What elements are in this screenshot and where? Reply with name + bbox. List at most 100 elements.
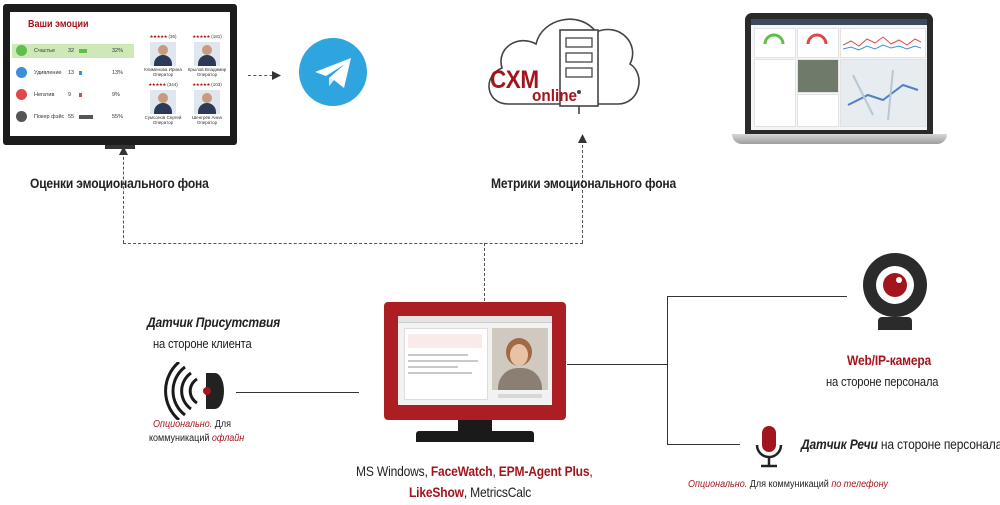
rating-stars: ★★★★★	[192, 82, 210, 87]
epm-agent-label: EPM-Agent Plus	[498, 463, 590, 479]
likeshow-label: LikeShow	[409, 484, 464, 500]
webcam-subtitle: на стороне персонала	[826, 374, 939, 389]
presence-sensor-title: Датчик Присутствия	[147, 314, 281, 330]
camera-preview	[492, 328, 548, 390]
dashed-line-tablet	[123, 152, 124, 243]
presence-sensor-subtitle: на стороне клиента	[153, 336, 252, 351]
laptop-base	[732, 134, 947, 144]
emotion-label: Покер фэйс	[34, 114, 65, 120]
arrow-tablet-to-telegram	[248, 75, 278, 76]
laptop-icon	[745, 13, 933, 134]
metricscalc-label: , MetricsCalc	[463, 484, 532, 500]
emotion-label: Счастье	[34, 48, 56, 54]
caption-emotional-metrics: Метрики эмоционального фона	[491, 175, 677, 191]
microphone-icon	[755, 426, 783, 468]
presence-sensor-note: Опционально. Для	[153, 419, 231, 430]
by-phone-label: по телефону	[831, 479, 889, 490]
operator-photo	[194, 42, 220, 66]
operator-photo	[194, 90, 220, 114]
line-presence-sensor	[236, 392, 359, 393]
monitor-icon	[384, 302, 566, 420]
operator-name: Клименова Ирина	[144, 67, 182, 72]
webcam-stand	[878, 317, 912, 330]
webcam-title: Web/IP-камера	[847, 352, 932, 368]
happy-face-icon	[16, 45, 27, 56]
note-text: Для	[212, 419, 231, 430]
operator-role: Оператор	[152, 120, 174, 125]
line-monitor-to-bus	[567, 364, 668, 365]
presence-sensor-icon	[164, 362, 224, 420]
dashed-line-horizontal	[123, 243, 583, 244]
emotion-bar	[79, 71, 82, 75]
operator-card: ★★★★★ (181) Крылов Владимир Оператор	[186, 34, 228, 77]
emotion-percent: 13%	[112, 70, 124, 76]
rating-stars: ★★★★★	[149, 34, 168, 39]
operator-name: Крылов Владимир	[187, 67, 227, 72]
speech-sensor-subtitle: на стороне персонала	[877, 436, 1000, 452]
emotion-count: 32	[68, 48, 75, 54]
monitor-screen	[398, 316, 552, 405]
webcam-icon	[863, 253, 927, 317]
operator-role: Оператор	[152, 72, 174, 77]
ms-windows-label: MS Windows,	[356, 463, 431, 479]
line-webcam	[667, 296, 847, 297]
emotion-count: 55	[68, 114, 75, 120]
emotion-row: Счастье 32 32%	[12, 44, 134, 58]
software-line-2: LikeShow, MetricsCalc	[409, 484, 531, 500]
presence-sensor-note-2: коммуникаций офлайн	[149, 433, 244, 444]
note-text: Для коммуникаций	[747, 479, 832, 490]
rating-score: (103)	[211, 82, 222, 87]
operator-role: Оператор	[196, 72, 218, 77]
cxm-logo-online: online	[532, 86, 578, 105]
rating-stars: ★★★★★	[192, 34, 210, 39]
emotion-tablet: Ваши эмоции Счастье 32 32% Удивление 13 …	[3, 4, 237, 145]
emotion-bar	[79, 93, 82, 97]
optional-label: Опционально.	[153, 419, 213, 430]
line-bus	[667, 296, 668, 444]
offline-label: офлайн	[211, 433, 245, 444]
monitor-neck	[458, 420, 492, 432]
speech-sensor-note: Опционально. Для коммуникаций по телефон…	[688, 479, 888, 490]
negative-face-icon	[16, 89, 27, 100]
software-line-1: MS Windows, FaceWatch, EPM-Agent Plus,	[356, 463, 593, 479]
arrow-head-tablet	[119, 146, 128, 155]
line-microphone	[667, 444, 740, 445]
operator-name: Сумсонов Сергей	[144, 115, 182, 120]
emotion-percent: 55%	[112, 114, 124, 120]
emotion-percent: 32%	[112, 48, 124, 54]
emotion-label: Удивление	[34, 70, 62, 76]
emotion-bar	[79, 49, 87, 53]
operator-name: Шенгрёв Анна	[192, 115, 222, 120]
separator: ,	[589, 463, 593, 479]
operator-card: ★★★★★ (103) Шенгрёв Анна Оператор	[186, 82, 228, 125]
cloud-server-icon	[488, 18, 640, 114]
emotion-bar	[79, 115, 93, 119]
rating-stars: ★★★★★	[148, 82, 166, 87]
emotion-row: Удивление 13 13%	[12, 66, 134, 80]
dashed-line-cloud	[582, 140, 583, 243]
tablet-title: Ваши эмоции	[28, 19, 89, 30]
separator: ,	[492, 463, 499, 479]
note-text: коммуникаций	[149, 433, 212, 444]
rating-score: (181)	[211, 34, 222, 39]
operator-role: Оператор	[196, 120, 218, 125]
rating-score: (36)	[168, 34, 177, 39]
surprised-face-icon	[16, 67, 27, 78]
emotion-row: Покер фэйс 55 55%	[12, 110, 134, 124]
dashed-line-monitor	[484, 243, 485, 301]
optional-label: Опционально.	[688, 479, 748, 490]
speech-sensor-title: Датчик Речи	[801, 436, 878, 452]
caption-emotional-assessments: Оценки эмоционального фона	[30, 175, 209, 191]
rating-score: (344)	[167, 82, 178, 87]
emotion-percent: 9%	[112, 92, 120, 98]
tablet-stand	[105, 145, 135, 149]
cxm-logo-text: CXM	[490, 66, 539, 94]
emotion-count: 13	[68, 70, 75, 76]
tablet-screen: Ваши эмоции Счастье 32 32% Удивление 13 …	[10, 12, 230, 136]
monitor-base	[416, 431, 534, 442]
telegram-icon	[299, 38, 367, 106]
arrow-head-cloud	[578, 134, 587, 143]
speech-sensor-label: Датчик Речи на стороне персонала	[801, 436, 1000, 452]
operator-photo	[150, 42, 176, 66]
emotion-count: 9	[68, 92, 72, 98]
